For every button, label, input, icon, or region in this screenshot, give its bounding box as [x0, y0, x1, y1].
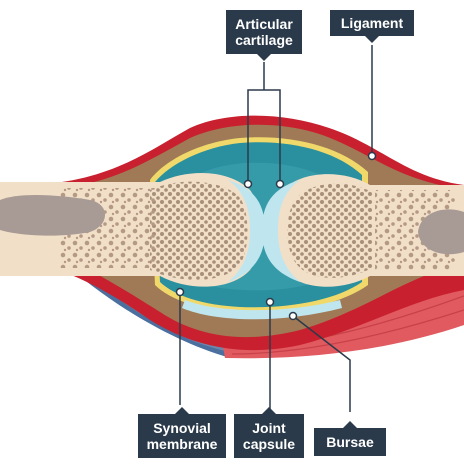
joint-capsule-label: Joint capsule [234, 407, 304, 458]
ligament-label: Ligament [330, 10, 414, 43]
bursae-label: Bursae [314, 421, 386, 456]
left-bone [0, 172, 265, 287]
leader-lines [179, 45, 373, 412]
articular-cartilage-label: Articular cartilage [226, 10, 302, 61]
synovial-membrane-label: Synovial membrane [138, 407, 226, 458]
marker-dots [175, 151, 377, 321]
bursa [182, 300, 342, 320]
right-bone [262, 174, 464, 287]
